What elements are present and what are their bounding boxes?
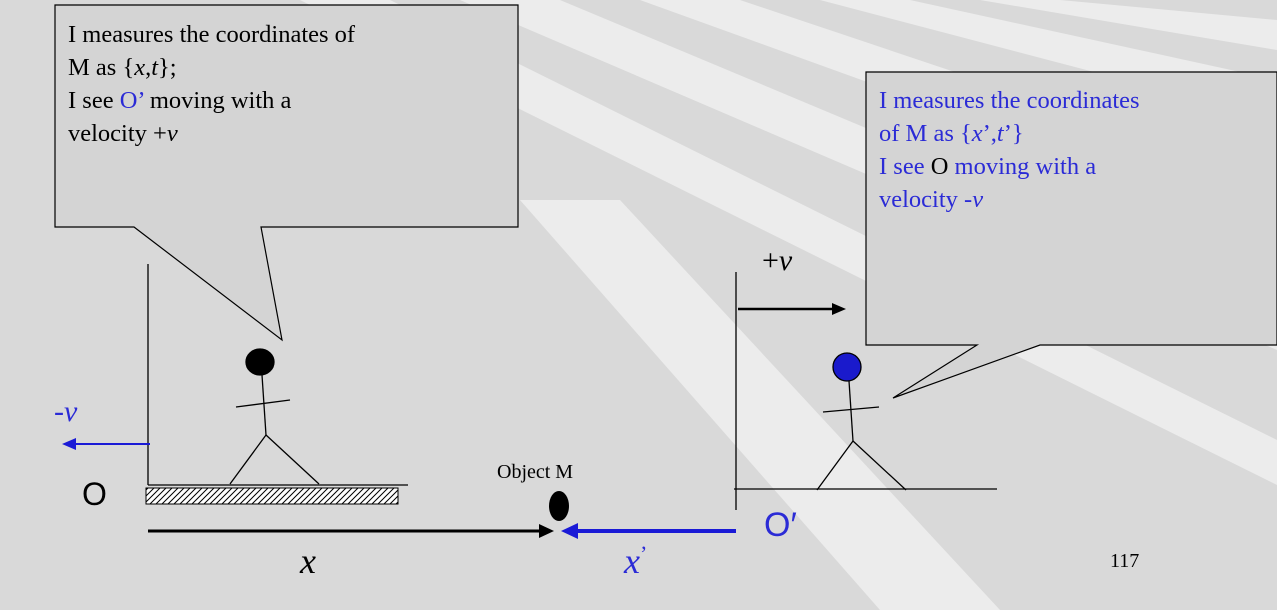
page-number: 117	[1110, 550, 1139, 573]
velocity-minus-v-symbol: v	[64, 395, 77, 428]
callout-o-prime-line-2: of M as {x’,t’}	[879, 117, 1140, 150]
callout-o-line-2-x: x	[134, 54, 145, 81]
callout-o-text: I measures the coordinates of M as {x,t}…	[68, 18, 355, 150]
velocity-plus-v-sign: +	[762, 244, 779, 277]
velocity-plus-v-symbol: v	[779, 244, 792, 277]
callout-o-prime-line-2-prefix: of M as {	[879, 120, 972, 147]
callout-o-line-4-prefix: velocity +	[68, 120, 167, 147]
velocity-minus-v-label: -v	[54, 395, 77, 429]
callout-o-line-2-t: t	[151, 54, 158, 81]
callout-o-prime-line-4-v: v	[972, 186, 983, 213]
callout-o-prime-line-1: I measures the coordinates	[879, 84, 1140, 117]
callout-o-line-2-prefix: M as {	[68, 54, 134, 81]
callout-o-prime-line-2-x: x	[972, 120, 983, 147]
callout-o-prime-line-4-prefix: velocity -	[879, 186, 972, 213]
callout-o-line-3: I see O’ moving with a	[68, 84, 355, 117]
callout-o-prime-line-2-mid: ’,	[983, 120, 997, 147]
x-prime-mark: ’	[640, 541, 647, 566]
origin-o-label: O	[82, 476, 107, 513]
callout-o-prime-line-3-o: O	[931, 153, 949, 180]
x-prime-symbol: x	[624, 541, 640, 581]
callout-o-line-1: I measures the coordinates of	[68, 18, 355, 51]
callout-o-line-2-suffix: };	[158, 54, 177, 81]
callout-o-line-4-v: v	[167, 120, 178, 147]
figure-o-prime-head	[833, 353, 861, 381]
callout-o-prime-line-2-suffix: ’}	[1004, 120, 1024, 147]
object-m-label: Object M	[497, 461, 573, 484]
callout-o-prime-line-2-t: t	[997, 120, 1004, 147]
x-prime-distance-label: x’	[624, 540, 647, 582]
callout-o-prime-text: I measures the coordinates of M as {x’,t…	[879, 84, 1140, 216]
figure-o-head	[246, 349, 274, 375]
callout-o-prime-line-4: velocity -v	[879, 183, 1140, 216]
o-platform	[146, 488, 398, 504]
velocity-minus-v-sign: -	[54, 395, 64, 428]
x-distance-label: x	[300, 540, 316, 582]
callout-o-prime-line-3: I see O moving with a	[879, 150, 1140, 183]
callout-o-line-4: velocity +v	[68, 117, 355, 150]
callout-o-line-3-suffix: moving with a	[144, 87, 292, 114]
object-m-dot	[549, 491, 569, 521]
callout-o-line-3-oprime: O’	[120, 87, 144, 114]
origin-o-prime-label: O′	[764, 506, 797, 545]
velocity-plus-v-label: +v	[762, 244, 792, 278]
callout-o-line-3-prefix: I see	[68, 87, 120, 114]
callout-o-prime-line-3-suffix: moving with a	[948, 153, 1096, 180]
callout-o-prime-line-3-prefix: I see	[879, 153, 931, 180]
callout-o-line-2: M as {x,t};	[68, 51, 355, 84]
